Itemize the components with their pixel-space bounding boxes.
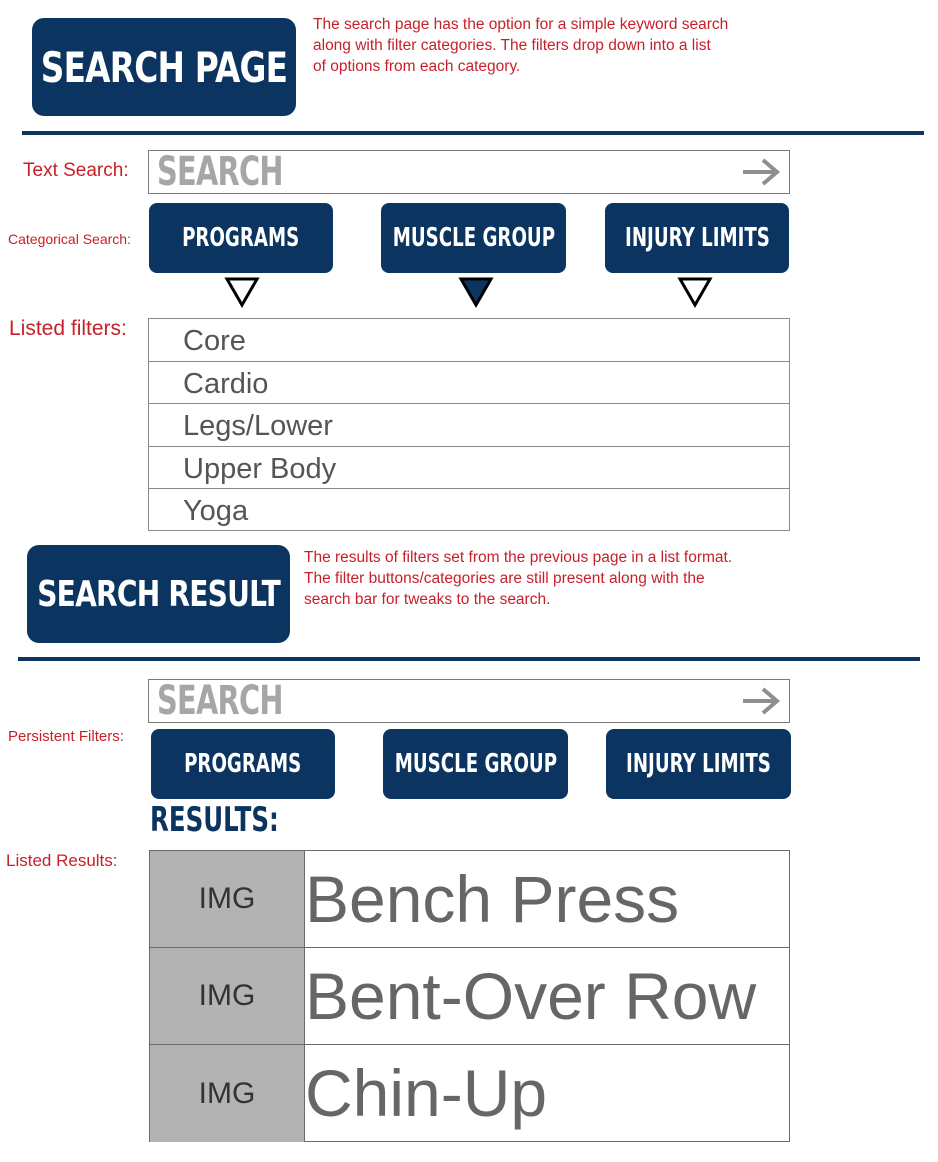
listed-results-label: Listed Results: [6,851,118,870]
description-line: along with filter categories. The filter… [313,37,711,54]
result-thumbnail: IMG [150,948,305,1044]
search-bar[interactable]: SEARCH [148,150,790,194]
filter-option[interactable]: Core [149,319,789,362]
list-item[interactable]: IMG Chin-Up [150,1045,789,1142]
text-search-label: Text Search: [23,160,129,181]
result-name[interactable]: Bench Press [305,862,680,936]
result-name[interactable]: Chin-Up [305,1056,548,1130]
category-label: MUSCLE GROUP [392,223,555,253]
category-label: INJURY LIMITS [626,749,771,779]
programs-category-button[interactable]: PROGRAMS [149,203,333,273]
injury-limits-category-button[interactable]: INJURY LIMITS [605,203,789,273]
injury-limits-category-button[interactable]: INJURY LIMITS [606,729,791,799]
search-page-badge: SEARCH PAGE [32,18,296,116]
muscle-group-dropdown-icon[interactable] [458,276,494,308]
programs-category-button[interactable]: PROGRAMS [151,729,335,799]
result-thumbnail: IMG [150,851,305,947]
arrow-right-icon[interactable] [741,686,781,716]
results-heading-wrap: RESULTS: [150,800,329,840]
search-result-badge: SEARCH RESULT [27,545,290,643]
programs-dropdown-icon[interactable] [224,276,260,308]
persistent-filters-label: Persistent Filters: [8,728,124,745]
section-divider [22,131,924,135]
search-page-title: SEARCH PAGE [40,42,288,92]
description-line: search bar for tweaks to the search. [304,591,551,608]
filter-option[interactable]: Yoga [183,495,249,528]
search-input[interactable]: SEARCH [157,678,284,724]
listed-filters-label: Listed filters: [9,317,127,340]
muscle-group-category-button[interactable]: MUSCLE GROUP [381,203,566,273]
filter-option[interactable]: Cardio [149,362,789,405]
search-input[interactable]: SEARCH [157,149,284,195]
description-line: The results of filters set from the prev… [304,549,733,566]
filter-option[interactable]: Legs/Lower [149,404,789,447]
results-heading: RESULTS: [150,800,279,840]
search-result-description: The results of filters set from the prev… [304,547,904,610]
result-thumbnail: IMG [150,1045,305,1142]
search-bar[interactable]: SEARCH [148,679,790,723]
list-item[interactable]: IMG Bent-Over Row [150,948,789,1045]
category-label: PROGRAMS [184,749,302,779]
category-label: INJURY LIMITS [624,223,770,253]
category-label: MUSCLE GROUP [394,749,557,779]
section-divider [18,657,920,661]
injury-limits-dropdown-icon[interactable] [677,276,713,308]
arrow-right-icon[interactable] [741,157,781,187]
result-name[interactable]: Bent-Over Row [305,959,757,1033]
results-list: IMG Bench Press IMG Bent-Over Row IMG Ch… [149,850,790,1142]
list-item[interactable]: IMG Bench Press [150,851,789,948]
muscle-group-category-button[interactable]: MUSCLE GROUP [383,729,568,799]
search-page-description: The search page has the option for a sim… [313,14,873,77]
description-line: The filter buttons/categories are still … [304,570,705,587]
category-label: PROGRAMS [182,223,300,253]
filter-option[interactable]: Upper Body [149,447,789,490]
description-line: of options from each category. [313,58,521,75]
filter-list: Core Cardio Legs/Lower Upper Body Yoga [148,318,790,531]
categorical-search-label: Categorical Search: [8,231,131,247]
search-result-title: SEARCH RESULT [37,573,281,615]
description-line: The search page has the option for a sim… [313,16,729,33]
